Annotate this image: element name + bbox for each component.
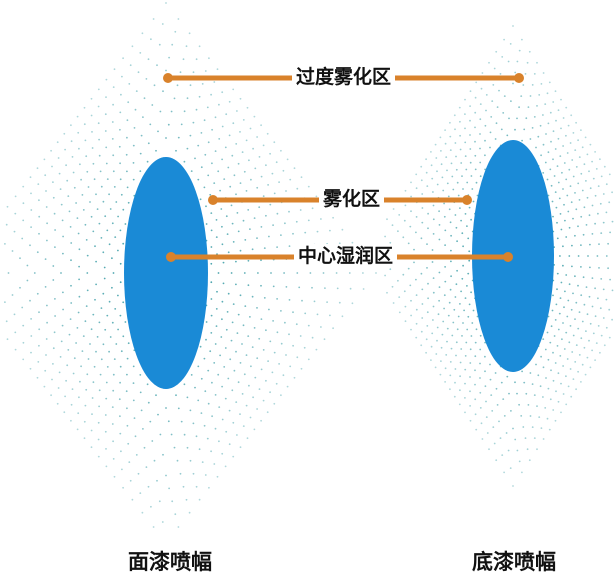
central-wet-zone-label: 中心湿润区 — [294, 244, 398, 268]
transition-zone-label: 过度雾化区 — [292, 65, 396, 89]
primer-spray-width-caption: 底漆喷幅 — [472, 550, 556, 574]
atomization-zone-label: 雾化区 — [319, 187, 385, 211]
left-spray-ellipse — [124, 157, 208, 389]
right-spray-ellipse — [472, 140, 554, 372]
topcoat-spray-width-caption: 面漆喷幅 — [128, 550, 212, 574]
